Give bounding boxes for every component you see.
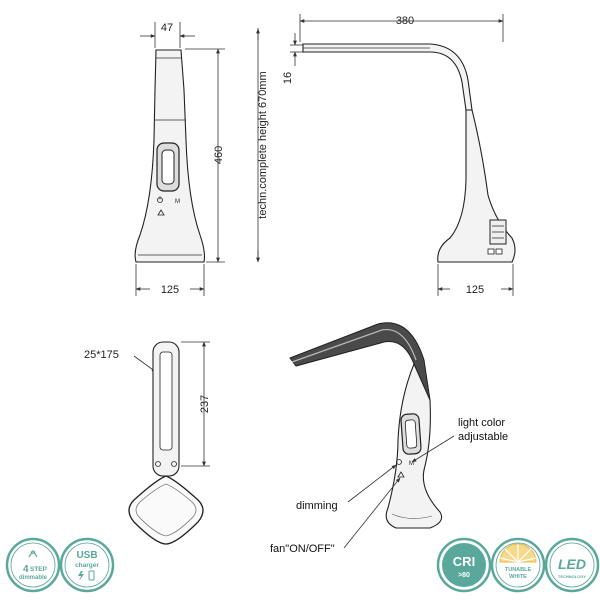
dim-side-base: 125 xyxy=(466,284,484,296)
svg-text:M: M xyxy=(175,199,180,205)
side-lamp-head xyxy=(302,43,473,111)
dim-side-reach: 380 xyxy=(396,15,414,27)
svg-text:>80: >80 xyxy=(458,572,470,579)
badge-led: LED TECHNOLOGY xyxy=(544,537,600,593)
svg-text:TUNABLE: TUNABLE xyxy=(505,567,532,573)
front-power-icon xyxy=(157,196,163,203)
dim-head-size: 25*175 xyxy=(84,349,119,361)
perspective-fan-icon xyxy=(397,471,405,478)
svg-text:M: M xyxy=(409,461,414,467)
badge-4-step-dimmable: 4 STEP dimmable xyxy=(5,537,61,593)
svg-text:LED: LED xyxy=(558,556,586,572)
callout-dimming: dimming xyxy=(296,500,338,512)
svg-text:4: 4 xyxy=(23,564,29,575)
lightning-icon xyxy=(78,571,84,581)
dim-front-base: 125 xyxy=(161,284,179,296)
svg-text:dimmable: dimmable xyxy=(19,575,48,581)
callout-light-color-line1: light color xyxy=(458,417,505,429)
svg-text:TECHNOLOGY: TECHNOLOGY xyxy=(558,574,587,579)
badge-usb-charger: USB charger xyxy=(59,537,115,593)
svg-text:STEP: STEP xyxy=(30,566,48,573)
hand-icon xyxy=(28,550,38,558)
svg-text:charger: charger xyxy=(75,562,99,569)
top-lamp-base xyxy=(128,475,204,545)
svg-text:USB: USB xyxy=(76,550,97,561)
side-view: 380 16 125 xyxy=(282,14,516,296)
phone-icon xyxy=(88,570,95,581)
front-view: 47 M 460 techn.complete height 670mm xyxy=(134,22,269,296)
dim-head-thickness: 16 xyxy=(282,72,294,84)
badge-tunable-white: TUNABLE WHITE xyxy=(490,537,546,593)
callout-fan: fan"ON/OFF" xyxy=(270,543,335,555)
dim-total-height: techn.complete height 670mm xyxy=(257,71,269,218)
dim-front-height: 460 xyxy=(213,146,225,164)
badge-cri: CRI >80 xyxy=(436,537,492,593)
callout-light-color-line2: adjustable xyxy=(458,431,508,443)
front-fan-icon xyxy=(157,209,165,216)
top-view: 25*175 237 xyxy=(84,341,211,545)
dim-head-length: 237 xyxy=(199,395,211,413)
perspective-view: M light color adjustable dimming fan"ON/… xyxy=(270,322,508,555)
svg-text:WHITE: WHITE xyxy=(509,574,527,580)
dim-front-width: 47 xyxy=(161,22,173,34)
svg-text:CRI: CRI xyxy=(453,554,475,569)
sunburst-icon xyxy=(499,543,537,563)
perspective-power-icon xyxy=(396,459,402,465)
